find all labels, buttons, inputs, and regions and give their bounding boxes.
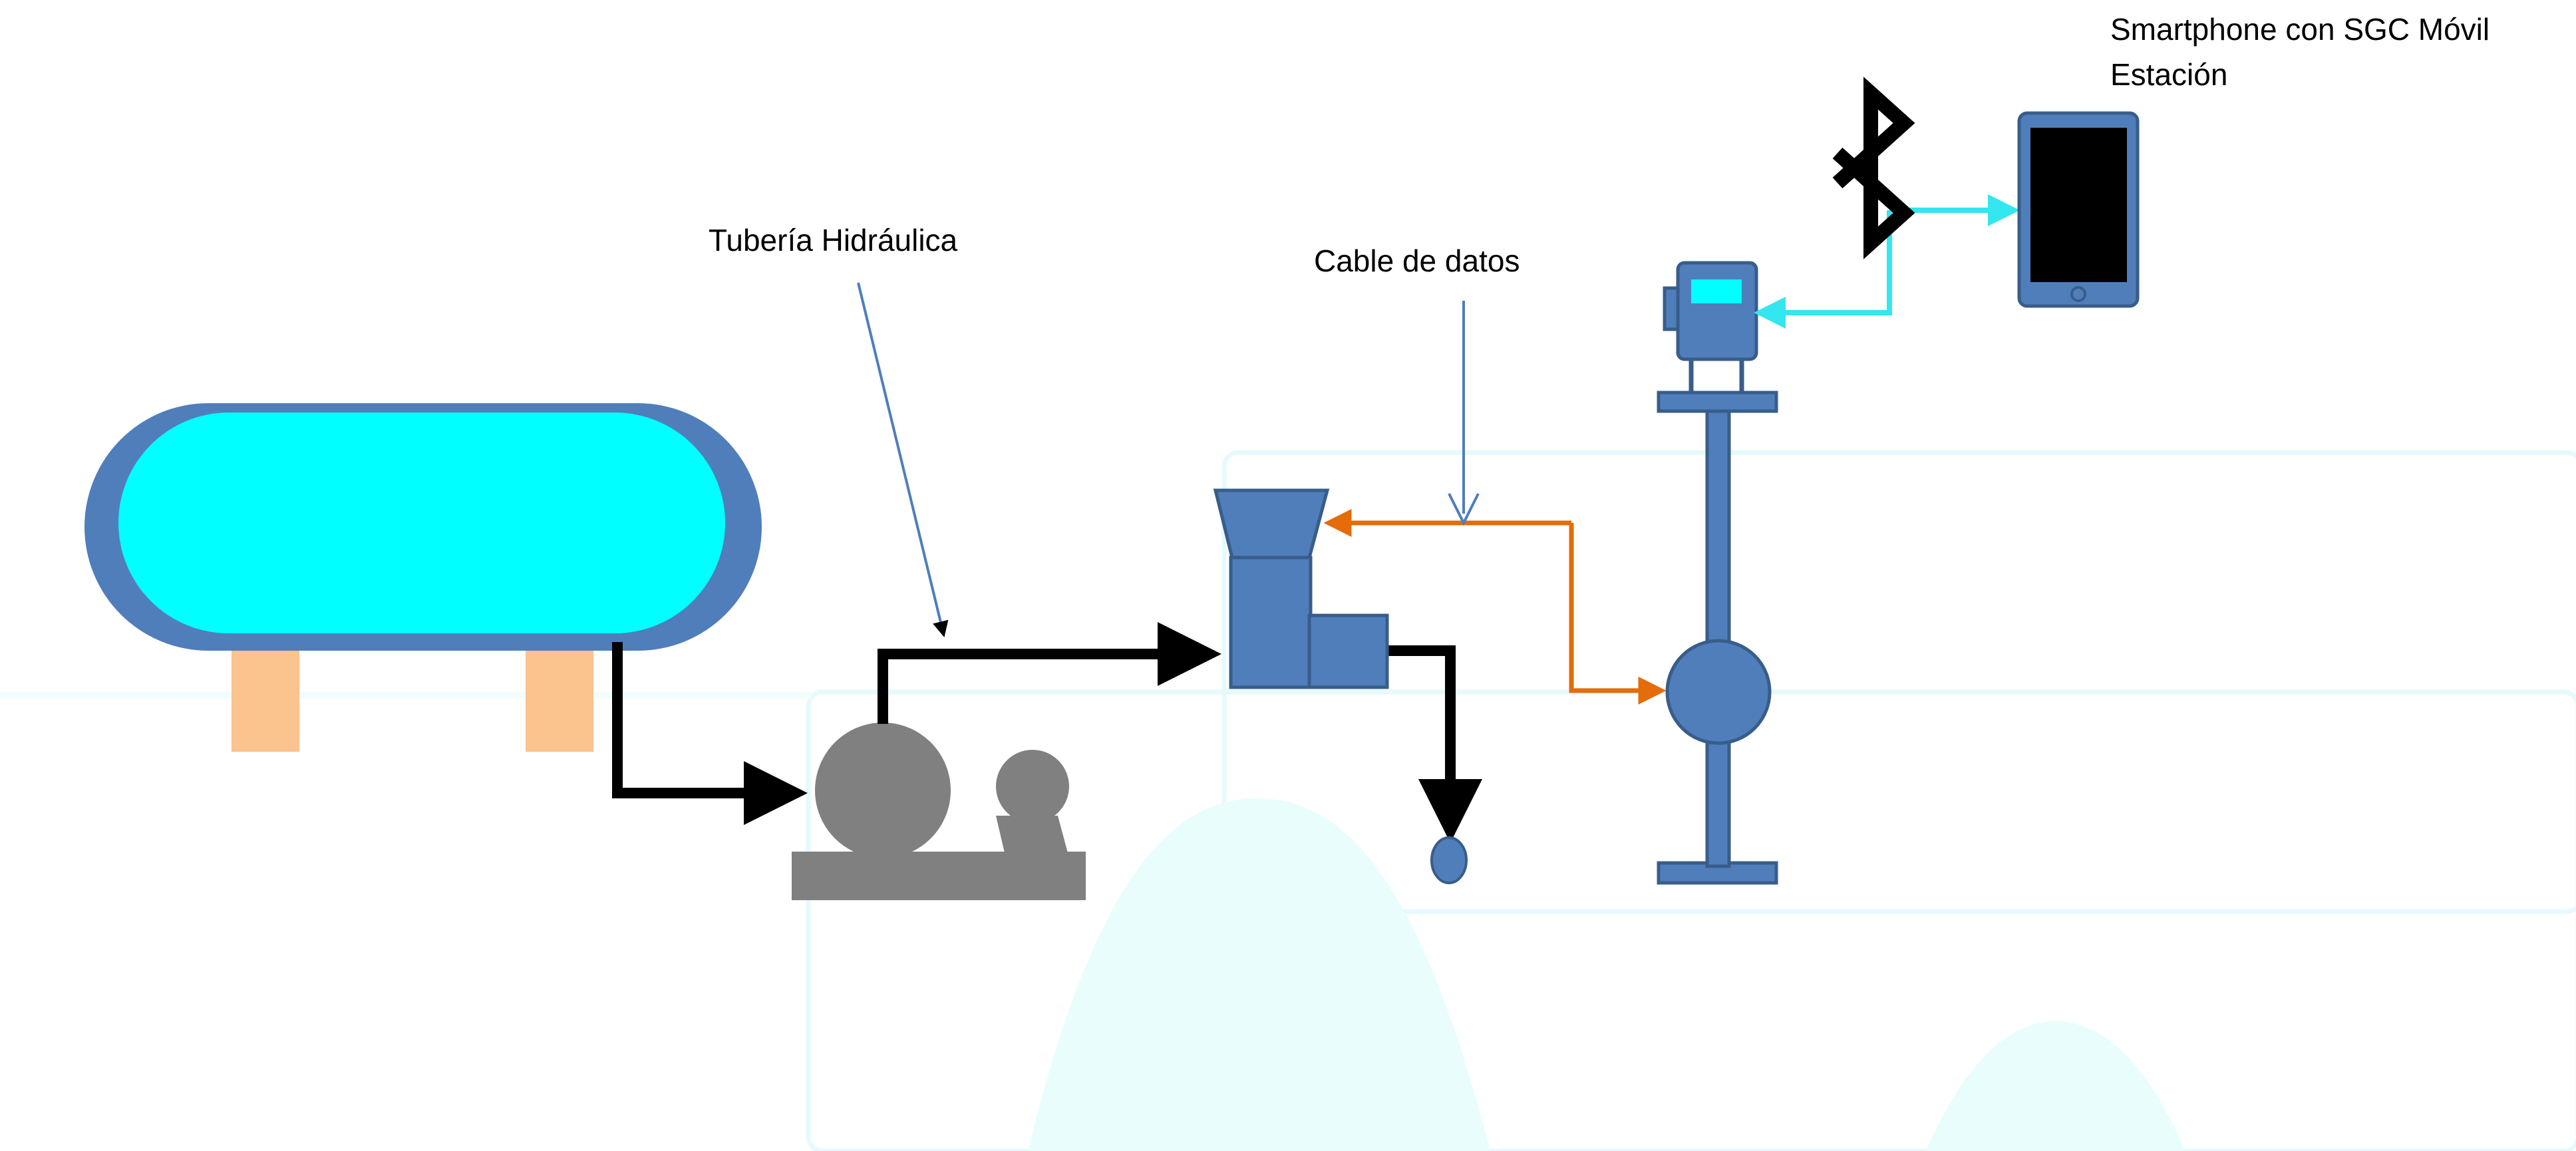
pump — [792, 723, 1086, 900]
flow-meter-body — [1229, 556, 1313, 689]
transmitter-head — [1676, 261, 1758, 361]
pump-motor — [996, 750, 1069, 823]
flow-meter-outlet-block — [1307, 613, 1389, 689]
station-top-plate — [1657, 391, 1778, 413]
tank-support-right — [526, 649, 593, 752]
background-decoration — [0, 450, 2576, 1151]
label-hydraulic-pipe: Tubería Hidráulica — [709, 223, 958, 257]
tank-fluid — [118, 412, 725, 633]
pipe-tank-to-pump — [612, 642, 808, 825]
background-panel-right — [1221, 450, 2576, 914]
data-cable — [1569, 523, 1667, 705]
station-flow-sensor — [1665, 639, 1772, 745]
smartphone-screen — [2030, 128, 2127, 282]
pump-base — [792, 852, 1086, 900]
smartphone-home-button — [2070, 286, 2086, 302]
pump-motor-mount — [996, 816, 1068, 853]
hydraulic-pipes — [612, 622, 1482, 843]
label-data-cable: Cable de datos — [1314, 244, 1520, 278]
label-smartphone-line2: Estación — [2110, 57, 2227, 92]
storage-tank — [84, 403, 762, 752]
smartphone-icon — [2017, 111, 2140, 308]
station — [1657, 261, 1778, 885]
tank-support-left — [232, 649, 299, 752]
bluetooth-icon — [1832, 77, 1915, 259]
flow-meter-hopper — [1213, 488, 1330, 560]
background-hill-large — [1028, 798, 1490, 1151]
background-band — [0, 692, 812, 699]
pipe-callout-line — [857, 282, 949, 637]
pipe-pump-to-flowmeter — [878, 622, 1221, 724]
pump-body — [815, 723, 951, 858]
label-smartphone-line1: Smartphone con SGC Móvil — [2110, 12, 2490, 47]
pipe-flowmeter-outlet — [1387, 645, 1482, 843]
cable-callout-arrowhead — [1448, 493, 1480, 526]
wireless-link-to-transmitter — [1754, 210, 1892, 329]
background-hill-small — [1926, 1021, 2185, 1151]
transmitter-display — [1691, 279, 1742, 303]
outlet-nozzle — [1430, 836, 1468, 884]
flow-meter — [1213, 488, 1389, 689]
station-column — [1705, 405, 1731, 868]
